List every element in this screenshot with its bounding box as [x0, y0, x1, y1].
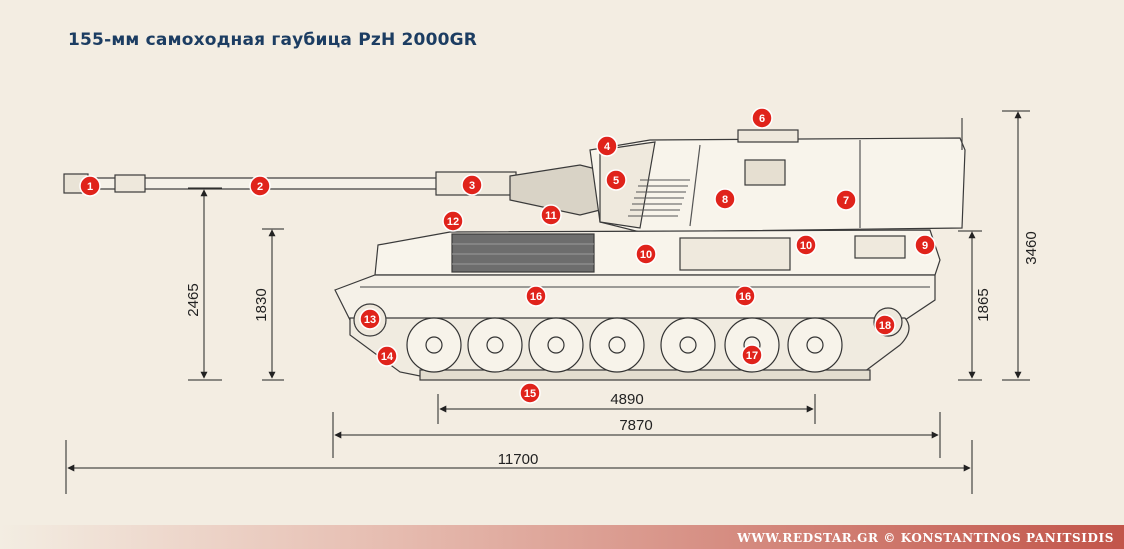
callout-marker-1: 1	[79, 175, 101, 197]
callout-marker-2: 2	[249, 175, 271, 197]
callout-label: 5	[613, 175, 619, 187]
callout-label: 10	[640, 249, 652, 261]
credit-text: WWW.REDSTAR.GR © KONSTANTINOS PANITSIDIS	[737, 531, 1114, 545]
callout-marker-9: 9	[914, 234, 936, 256]
callout-marker-3: 3	[461, 174, 483, 196]
callout-marker-12: 12	[442, 210, 464, 232]
turret-vent	[744, 159, 786, 186]
road-wheels	[406, 317, 843, 373]
turret-front-plate	[599, 141, 656, 229]
callout-marker-16: 16	[525, 285, 547, 307]
page-title: 155-мм самоходная гаубица PzH 2000GR	[68, 30, 478, 50]
dimension-lines: 2465 1830 1865 3460 4890 7870 11700	[65, 110, 1040, 494]
callout-label: 14	[381, 351, 394, 363]
callout-label: 3	[469, 180, 475, 192]
dim-total-length: 11700	[498, 451, 539, 468]
track-bottom	[419, 369, 871, 381]
callout-label: 9	[922, 240, 928, 252]
dim-track-height: 1865	[975, 288, 992, 321]
side-box	[679, 237, 791, 271]
callout-marker-11: 11	[540, 204, 562, 226]
callout-marker-13: 13	[359, 308, 381, 330]
callout-marker-4: 4	[596, 135, 618, 157]
fume-extractor	[114, 174, 146, 193]
vehicle-silhouette	[63, 118, 966, 381]
commander-cupola	[737, 129, 799, 143]
callout-marker-10: 10	[795, 234, 817, 256]
dim-hull-height: 1830	[253, 288, 270, 321]
callout-marker-18: 18	[874, 314, 896, 336]
callout-marker-8: 8	[714, 188, 736, 210]
callout-label: 16	[739, 291, 751, 303]
rear-box	[854, 235, 906, 259]
callout-label: 1	[87, 181, 93, 193]
lower-hull	[334, 274, 936, 321]
footer-band: WWW.REDSTAR.GR © KONSTANTINOS PANITSIDIS	[0, 525, 1124, 549]
callout-label: 4	[604, 141, 611, 153]
callout-marker-5: 5	[605, 169, 627, 191]
callout-marker-14: 14	[376, 345, 398, 367]
callout-label: 10	[800, 240, 812, 252]
callout-label: 11	[545, 210, 557, 222]
callout-label: 13	[364, 314, 376, 326]
callout-label: 6	[759, 113, 765, 125]
dim-wheelbase: 4890	[610, 391, 643, 408]
callout-marker-10: 10	[635, 243, 657, 265]
callout-label: 17	[746, 350, 758, 362]
callout-label: 8	[722, 194, 728, 206]
callout-label: 16	[530, 291, 542, 303]
callout-marker-7: 7	[835, 189, 857, 211]
callout-marker-16: 16	[734, 285, 756, 307]
callout-label: 7	[843, 195, 849, 207]
callout-label: 15	[524, 388, 536, 400]
turret-grille	[628, 179, 690, 217]
dim-barrel-height: 2465	[185, 283, 202, 316]
dim-total-height: 3460	[1023, 231, 1040, 264]
callout-label: 2	[257, 181, 263, 193]
engine-deck-grille	[451, 233, 595, 273]
callout-label: 12	[447, 216, 459, 228]
callout-marker-17: 17	[741, 344, 763, 366]
callout-label: 18	[879, 320, 891, 332]
callout-marker-6: 6	[751, 107, 773, 129]
callout-marker-15: 15	[519, 382, 541, 404]
dim-hull-length: 7870	[619, 417, 652, 434]
